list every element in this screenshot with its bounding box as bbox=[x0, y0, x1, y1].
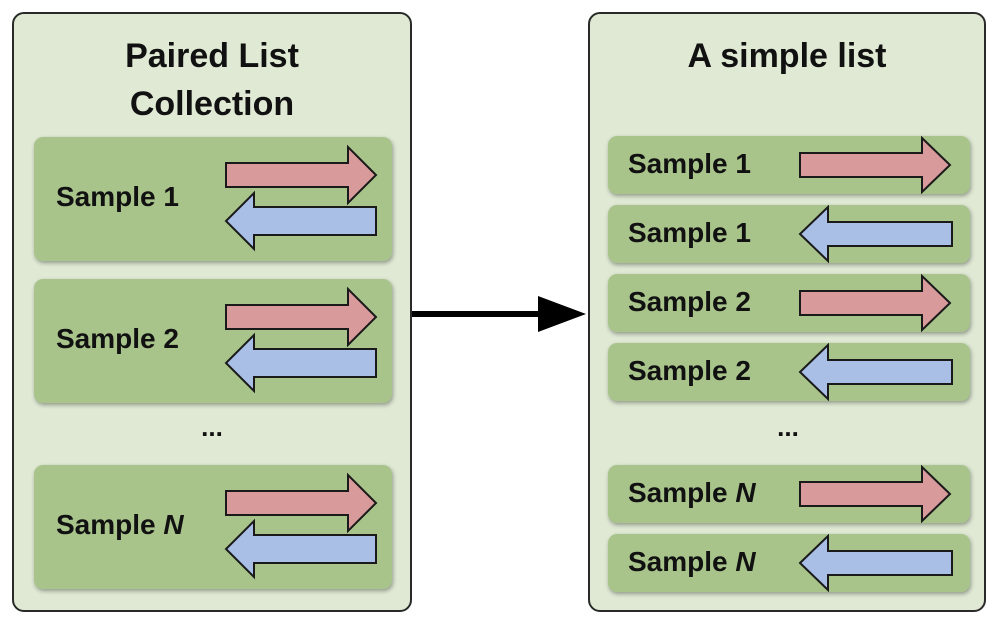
title-line-1: Paired List bbox=[125, 37, 299, 75]
item-label: Sample 2 bbox=[628, 286, 751, 317]
title-line-2: Collection bbox=[129, 85, 295, 123]
reverse-arrow-icon bbox=[798, 342, 953, 402]
reverse-arrow-icon bbox=[798, 533, 953, 593]
paired-arrows-icon bbox=[224, 144, 378, 252]
ellipsis: ... bbox=[201, 412, 223, 442]
panel-title: A simple list bbox=[687, 37, 887, 75]
list-item: Sample 1 bbox=[608, 135, 970, 195]
item-label: Sample 2 bbox=[628, 355, 751, 386]
transform-arrow-icon bbox=[412, 296, 586, 332]
item-label: Sample N bbox=[628, 477, 756, 508]
item-label: Sample 1 bbox=[56, 181, 179, 212]
forward-arrow-icon bbox=[799, 273, 952, 333]
forward-arrow-icon bbox=[799, 464, 952, 524]
paired-item-1: Sample 1 bbox=[34, 137, 392, 261]
list-item: Sample 2 bbox=[608, 273, 970, 333]
simple-list-panel: A simple list Sample 1 Sample 1 Sample 2… bbox=[588, 12, 986, 612]
item-label: Sample 2 bbox=[56, 323, 179, 354]
list-item: Sample N bbox=[608, 464, 970, 524]
item-label: Sample 1 bbox=[628, 148, 751, 179]
paired-item-n: Sample N bbox=[34, 465, 392, 589]
item-label: Sample N bbox=[628, 546, 756, 577]
list-item: Sample 2 bbox=[608, 342, 970, 402]
forward-arrow-icon bbox=[799, 135, 952, 195]
ellipsis: ... bbox=[777, 412, 799, 442]
paired-arrows-icon bbox=[224, 472, 378, 580]
paired-list-collection-panel: Paired List Collection Sample 1 Sample 2… bbox=[12, 12, 412, 612]
item-label: Sample 1 bbox=[628, 217, 751, 248]
reverse-arrow-icon bbox=[798, 204, 953, 264]
list-item: Sample 1 bbox=[608, 204, 970, 264]
panel-title: Paired List Collection bbox=[14, 32, 410, 128]
paired-arrows-icon bbox=[224, 286, 378, 394]
item-label: Sample N bbox=[56, 509, 184, 540]
paired-item-2: Sample 2 bbox=[34, 279, 392, 403]
list-item: Sample N bbox=[608, 533, 970, 593]
